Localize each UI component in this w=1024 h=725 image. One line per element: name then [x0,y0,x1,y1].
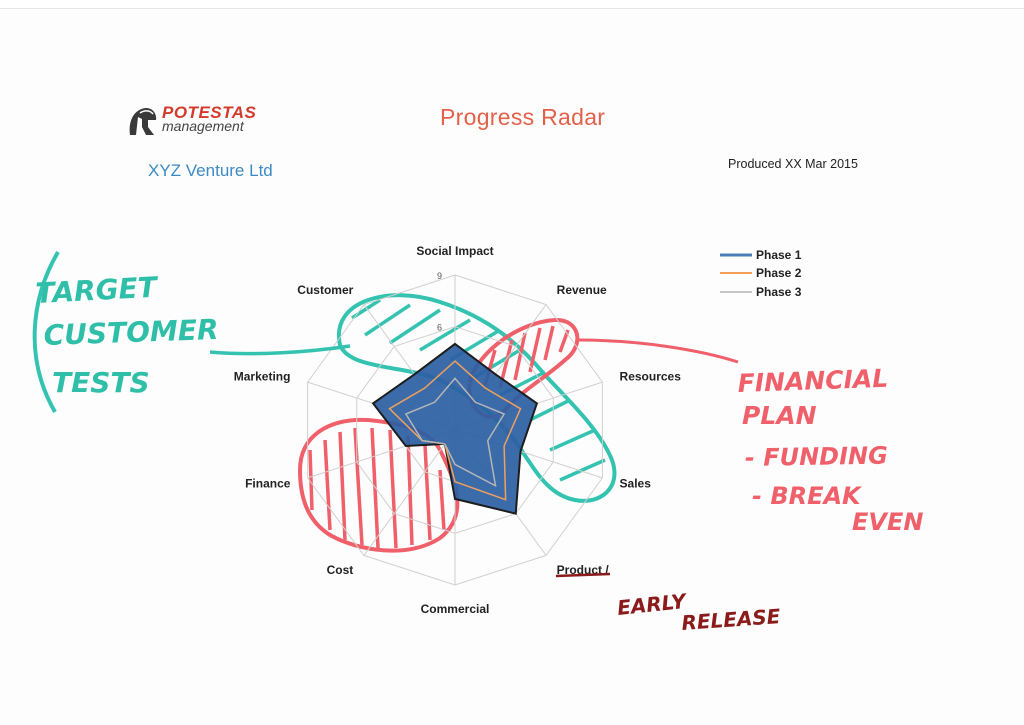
teal-pointer-line [209,344,351,356]
logo-subtitle: management [162,118,244,134]
annotation-early: EARLY [616,589,689,620]
annotation-early-release: EARLY RELEASE [555,572,782,635]
product-underline [555,572,611,578]
grid-spoke-7 [363,429,456,556]
axis-label-sales: Sales [620,476,652,490]
annotation-release: RELEASE [681,604,782,635]
annotation-financial: FINANCIAL [737,364,888,398]
legend-label-phase-3: Phase 3 [756,285,802,299]
page-title: Progress Radar [440,104,606,130]
tick-label-9: 9 [437,271,442,281]
axis-label-commercial: Commercial [421,602,490,616]
annotation-target-customer-tests: TARGET CUSTOMER TESTS [32,250,351,413]
teal-hatching [351,298,606,482]
axis-label-customer: Customer [297,283,353,297]
red-hatching-lower [308,427,446,549]
annotation-break: - BREAK [752,482,863,510]
annotation-even: EVEN [852,508,923,536]
teal-bracket [32,250,60,413]
axis-label-marketing: Marketing [234,370,291,384]
red-hatching-upper [483,325,570,389]
legend-label-phase-1: Phase 1 [756,248,802,262]
series-phase-3 [404,377,506,488]
company-name: XYZ Venture Ltd [148,161,273,180]
annotation-financial-plan: FINANCIAL PLAN - FUNDING - BREAK EVEN [577,338,923,536]
annotation-target: TARGET [35,271,160,310]
series-phase-1 [371,342,539,515]
radar-series [371,342,539,515]
axis-label-resources: Resources [620,370,682,384]
axis-label-finance: Finance [245,476,291,490]
chart-legend: Phase 1 Phase 2 Phase 3 [720,248,802,299]
potestas-logo: POTESTAS management [126,103,266,143]
produced-date: Produced XX Mar 2015 [728,157,858,171]
series-phase-2 [388,360,522,501]
axis-label-revenue: Revenue [557,283,607,297]
helmet-icon [129,108,157,135]
annotation-customer: CUSTOMER [43,313,219,352]
legend-label-phase-2: Phase 2 [756,266,802,280]
axis-label-social-impact: Social Impact [416,244,493,258]
tick-label-6: 6 [437,323,442,333]
annotation-plan: PLAN [742,401,817,430]
red-pointer-line [577,338,739,364]
axis-label-cost: Cost [327,563,354,577]
radar-axis-labels: Social ImpactRevenueResourcesSalesProduc… [234,244,681,616]
page-sheet [0,8,1024,725]
annotation-funding: - FUNDING [745,442,888,472]
annotation-tests: TESTS [52,366,150,399]
logo-name: POTESTAS [162,103,257,122]
